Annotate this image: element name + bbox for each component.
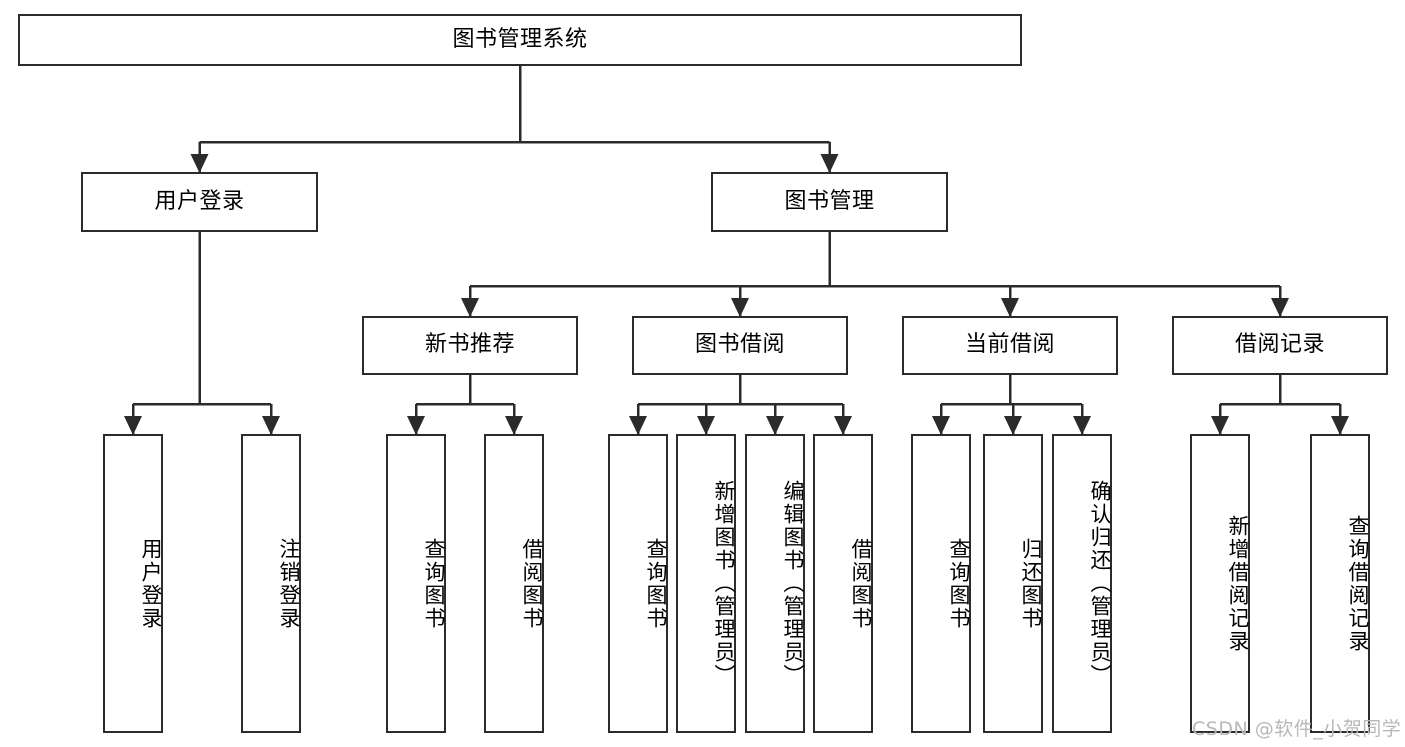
node-leaf-add-book[interactable]: 新增图书（管理员） xyxy=(676,434,736,733)
arrow-head-icon xyxy=(190,154,209,173)
node-borrow-record[interactable]: 借阅记录 xyxy=(1172,316,1388,375)
arrow-head-icon xyxy=(262,416,280,435)
node-leaf-add-record[interactable]: 新增借阅记录 xyxy=(1190,434,1250,733)
node-book-borrow[interactable]: 图书借阅 xyxy=(632,316,848,375)
arrow-head-icon xyxy=(1211,416,1229,435)
node-label: 查询图书 xyxy=(644,537,668,630)
node-leaf-edit-book[interactable]: 编辑图书（管理员） xyxy=(745,434,805,733)
node-leaf-borrow-book-2[interactable]: 借阅图书 xyxy=(813,434,873,733)
arrow-head-icon xyxy=(697,416,715,435)
node-label: 归还图书 xyxy=(1019,537,1043,630)
node-label: 图书借阅 xyxy=(694,332,785,358)
node-label: 用户登录 xyxy=(139,537,163,630)
arrow-head-icon xyxy=(629,416,647,435)
arrow-head-icon xyxy=(766,416,784,435)
node-leaf-query-book-3[interactable]: 查询图书 xyxy=(911,434,971,733)
node-user-login[interactable]: 用户登录 xyxy=(81,172,318,232)
node-leaf-query-book-1[interactable]: 查询图书 xyxy=(386,434,446,733)
arrow-head-icon xyxy=(505,416,523,435)
node-book-manage[interactable]: 图书管理 xyxy=(711,172,948,232)
node-leaf-confirm-return[interactable]: 确认归还（管理员） xyxy=(1052,434,1112,733)
node-leaf-user-login[interactable]: 用户登录 xyxy=(103,434,163,733)
node-label: 查询借阅记录 xyxy=(1346,514,1370,653)
node-leaf-query-record[interactable]: 查询借阅记录 xyxy=(1310,434,1370,733)
node-label: 新书推荐 xyxy=(424,332,515,358)
arrow-head-icon xyxy=(1001,298,1019,317)
node-new-book-rec[interactable]: 新书推荐 xyxy=(362,316,578,375)
node-label: 编辑图书（管理员） xyxy=(781,480,805,687)
arrow-head-icon xyxy=(407,416,425,435)
node-label: 新增图书（管理员） xyxy=(712,480,736,687)
node-leaf-logout[interactable]: 注销登录 xyxy=(241,434,301,733)
node-label: 确认归还（管理员） xyxy=(1088,480,1112,687)
node-leaf-borrow-book-1[interactable]: 借阅图书 xyxy=(484,434,544,733)
node-current-borrow[interactable]: 当前借阅 xyxy=(902,316,1118,375)
node-label: 借阅图书 xyxy=(520,537,544,630)
node-label: 当前借阅 xyxy=(964,332,1055,358)
node-label: 图书管理系统 xyxy=(452,26,588,52)
arrow-head-icon xyxy=(731,298,749,317)
arrow-head-icon xyxy=(461,298,479,317)
node-label: 查询图书 xyxy=(422,537,446,630)
arrow-head-icon xyxy=(1004,416,1022,435)
node-root[interactable]: 图书管理系统 xyxy=(18,14,1022,66)
arrow-head-icon xyxy=(834,416,852,435)
node-leaf-query-book-2[interactable]: 查询图书 xyxy=(608,434,668,733)
node-label: 查询图书 xyxy=(947,537,971,630)
node-label: 新增借阅记录 xyxy=(1226,514,1250,653)
arrow-head-icon xyxy=(1271,298,1289,317)
arrow-head-icon xyxy=(124,416,142,435)
node-label: 用户登录 xyxy=(154,188,245,214)
arrow-head-icon xyxy=(1331,416,1349,435)
arrow-head-icon xyxy=(820,154,839,173)
arrow-head-icon xyxy=(932,416,950,435)
node-leaf-return-book[interactable]: 归还图书 xyxy=(983,434,1043,733)
node-label: 借阅记录 xyxy=(1234,332,1325,358)
node-label: 借阅图书 xyxy=(849,537,873,630)
node-label: 注销登录 xyxy=(277,537,301,630)
node-label: 图书管理 xyxy=(784,188,875,214)
arrow-head-icon xyxy=(1073,416,1091,435)
